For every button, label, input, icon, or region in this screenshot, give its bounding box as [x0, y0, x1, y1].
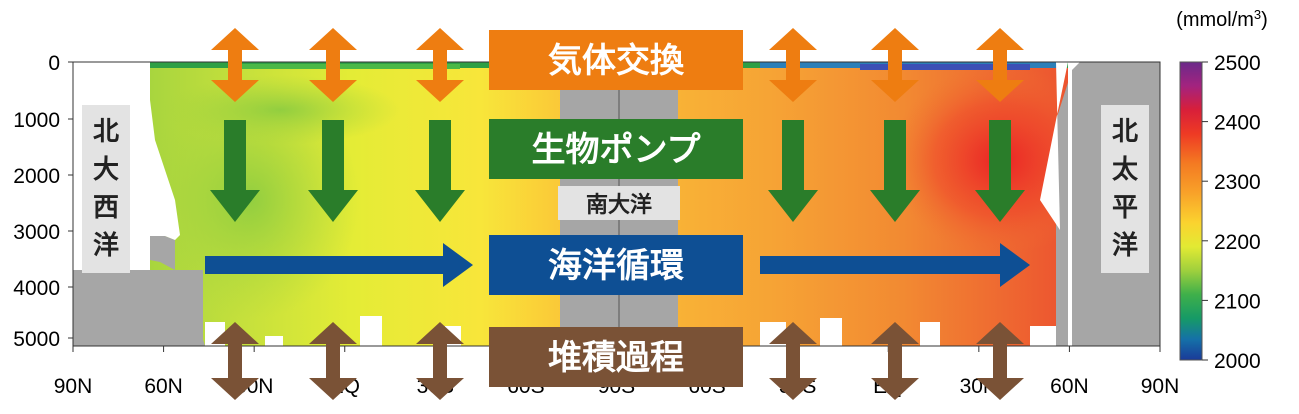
bio-pump-arrows	[210, 120, 1025, 222]
sedimentation-arrows	[211, 322, 1024, 400]
svg-text:海洋循環: 海洋循環	[548, 246, 684, 286]
gas-exchange-arrow	[976, 28, 1024, 102]
bio-pump-arrow	[768, 120, 818, 222]
circulation-arrow-right	[760, 243, 1030, 287]
y-tick-label: 0	[48, 52, 60, 75]
svg-text:堆積過程: 堆積過程	[548, 338, 684, 378]
colorbar-tick-label: 2200	[1214, 231, 1261, 254]
y-tick-label: 1000	[13, 109, 60, 132]
colorbar-tick-label: 2400	[1214, 112, 1261, 135]
colorbar: 2500 2400 2300 2200 2100 2000	[1179, 52, 1261, 373]
y-tick-label: 4000	[13, 277, 60, 300]
svg-text:洋: 洋	[93, 230, 119, 261]
gas-exchange-arrow	[871, 28, 919, 102]
svg-text:気体交換: 気体交換	[548, 41, 685, 81]
y-tick-label: 2000	[13, 165, 60, 188]
gas-exchange-arrow	[309, 28, 357, 102]
svg-text:北: 北	[93, 117, 119, 147]
svg-text:生物ポンプ: 生物ポンプ	[532, 130, 701, 170]
circulation-box: 海洋循環	[489, 235, 743, 295]
bio-pump-arrow	[975, 120, 1025, 222]
gas-exchange-arrows	[211, 28, 1024, 102]
sedimentation-arrow	[309, 322, 357, 400]
gas-exchange-arrow	[416, 28, 464, 102]
svg-text:北: 北	[1112, 117, 1138, 147]
gas-exchange-arrow	[769, 28, 817, 102]
bio-pump-box: 生物ポンプ	[489, 119, 743, 179]
svg-text:洋: 洋	[1112, 230, 1138, 261]
y-axis: 0 1000 2000 3000 4000 5000	[13, 52, 73, 351]
colorbar-tick-label: 2500	[1214, 52, 1261, 75]
bio-pump-arrow	[870, 120, 920, 222]
sedimentation-arrow	[976, 322, 1024, 400]
gas-exchange-arrow	[211, 28, 259, 102]
svg-text:西: 西	[93, 193, 119, 223]
x-tick-label: 60N	[144, 375, 183, 398]
sedimentation-arrow	[416, 322, 464, 400]
sedimentation-arrow	[211, 322, 259, 400]
colorbar-tick-label: 2000	[1214, 350, 1261, 373]
x-tick-label: 60N	[1050, 375, 1089, 398]
circulation-arrow-left	[205, 243, 473, 287]
y-tick-label: 3000	[13, 221, 60, 244]
southern-ocean-label: 南大洋	[558, 186, 680, 220]
bio-pump-arrow	[308, 120, 358, 222]
y-tick-label: 5000	[13, 328, 60, 351]
north-atlantic-label: 北 大 西 洋	[82, 105, 130, 273]
bio-pump-arrow	[415, 120, 465, 222]
x-tick-label: 90N	[1141, 375, 1180, 398]
sedimentation-box: 堆積過程	[489, 327, 743, 387]
sedimentation-arrow	[769, 322, 817, 400]
north-pacific-label: 北 太 平 洋	[1101, 105, 1149, 273]
svg-text:太: 太	[1112, 155, 1139, 185]
unit-label: (mmol/m3)	[1176, 7, 1268, 32]
svg-text:平: 平	[1112, 193, 1138, 223]
bio-pump-arrow	[210, 120, 260, 222]
circulation-arrows	[205, 243, 1030, 287]
svg-text:南大洋: 南大洋	[586, 192, 652, 218]
sedimentation-arrow	[871, 322, 919, 400]
svg-text:大: 大	[93, 155, 119, 185]
gas-exchange-box: 気体交換	[489, 30, 743, 90]
colorbar-tick-label: 2300	[1214, 171, 1261, 194]
colorbar-tick-label: 2100	[1214, 290, 1261, 313]
x-tick-label: 90N	[54, 375, 93, 398]
